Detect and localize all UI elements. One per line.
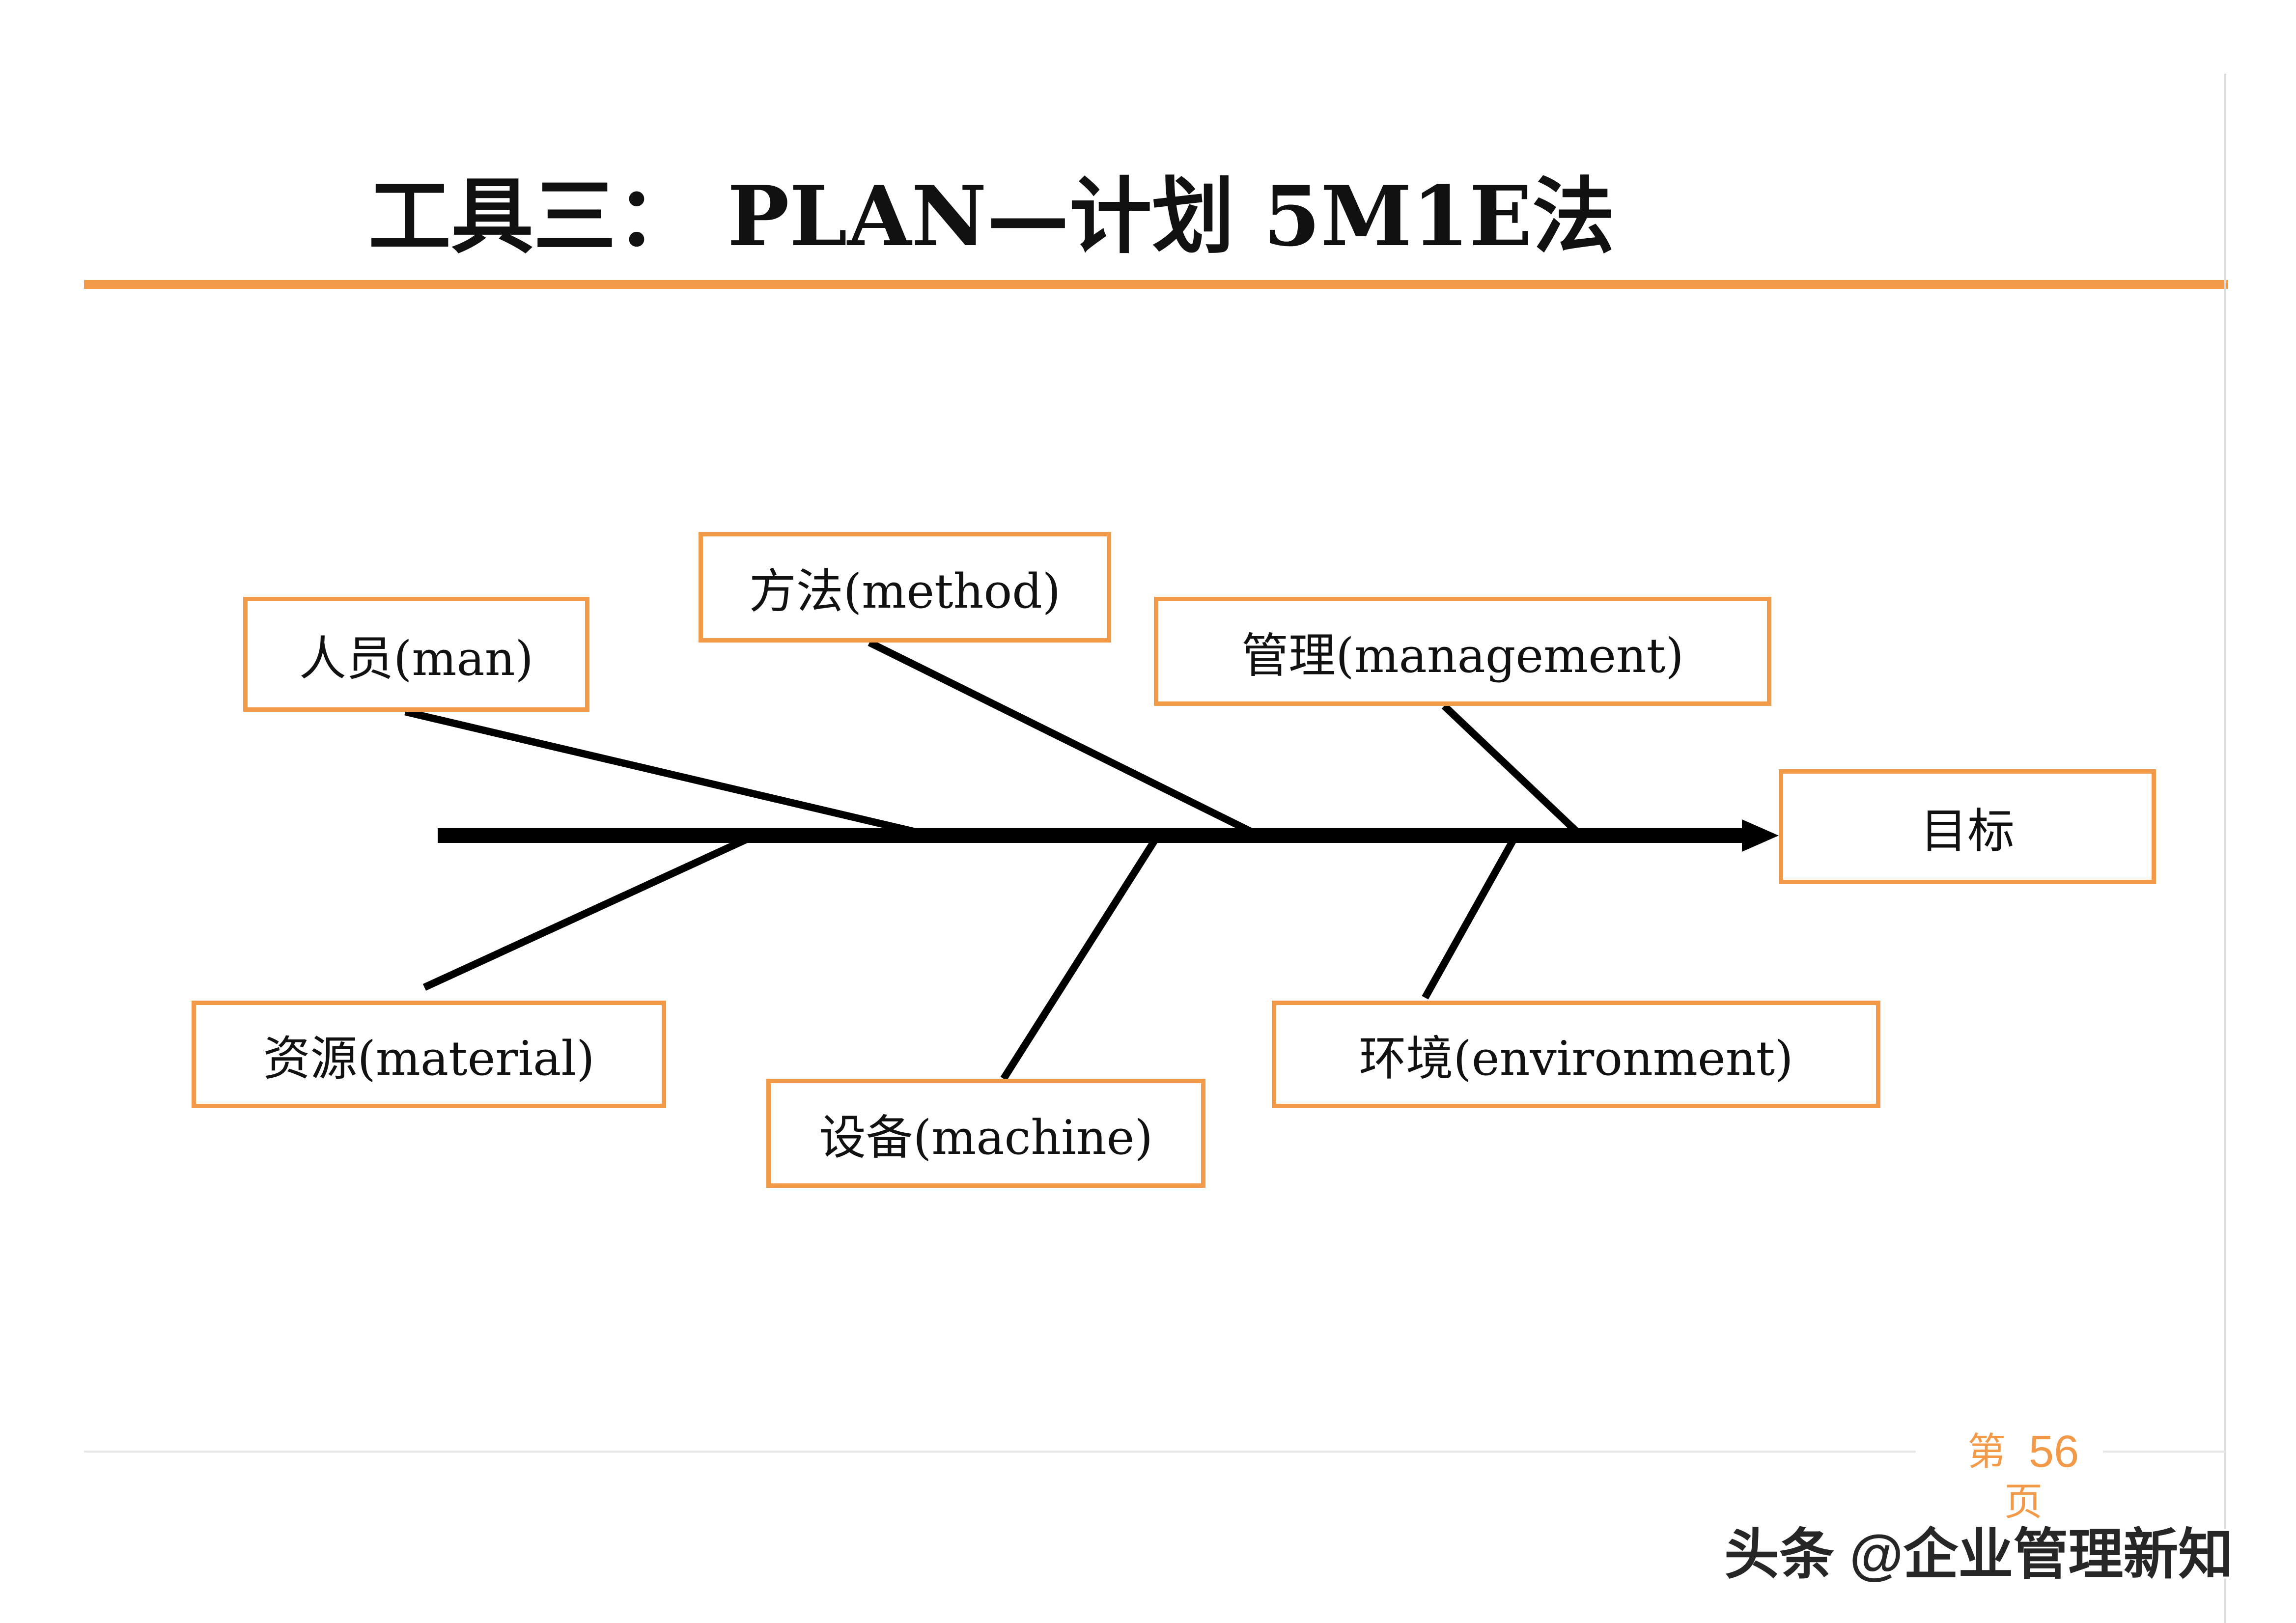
cause-label: 管理(management) xyxy=(1241,628,1684,683)
bone-man xyxy=(404,708,922,837)
bone-environment xyxy=(1422,835,1518,1000)
cause-box-man: 人员(man) xyxy=(243,597,589,712)
slide-edge-line xyxy=(2224,74,2226,1623)
cause-label: 环境(environment) xyxy=(1359,1031,1793,1086)
bone-machine xyxy=(1000,835,1160,1081)
cause-box-management: 管理(management) xyxy=(1154,597,1771,706)
cause-label: 设备(machine) xyxy=(818,1110,1153,1165)
page-number: 56 xyxy=(2029,1427,2079,1477)
page-number-suffix: 页 xyxy=(2004,1480,2043,1523)
target-box: 目标 xyxy=(1779,769,2156,884)
watermark-text: 头条 @企业管理新知 xyxy=(1724,1524,2234,1585)
spine-arrowhead xyxy=(1742,819,1779,852)
bone-material xyxy=(422,834,754,991)
cause-box-material: 资源(material) xyxy=(192,1001,666,1108)
target-label: 目标 xyxy=(1920,803,2015,859)
bone-management xyxy=(1441,703,1581,836)
cause-label: 资源(material) xyxy=(263,1031,595,1086)
footer-rule xyxy=(84,1451,1916,1453)
cause-label: 人员(man) xyxy=(299,631,533,686)
title-underline xyxy=(84,280,2228,289)
slide-title: 工具三： PLAN—计划 5M1E法 xyxy=(368,168,1615,265)
page-number-prefix: 第 xyxy=(1967,1430,2006,1473)
cause-box-machine: 设备(machine) xyxy=(766,1079,1205,1188)
cause-box-method: 方法(method) xyxy=(699,532,1111,643)
footer-rule xyxy=(2103,1451,2225,1453)
bone-method xyxy=(868,639,1256,837)
cause-label: 方法(method) xyxy=(749,564,1061,619)
cause-box-environment: 环境(environment) xyxy=(1272,1001,1880,1108)
